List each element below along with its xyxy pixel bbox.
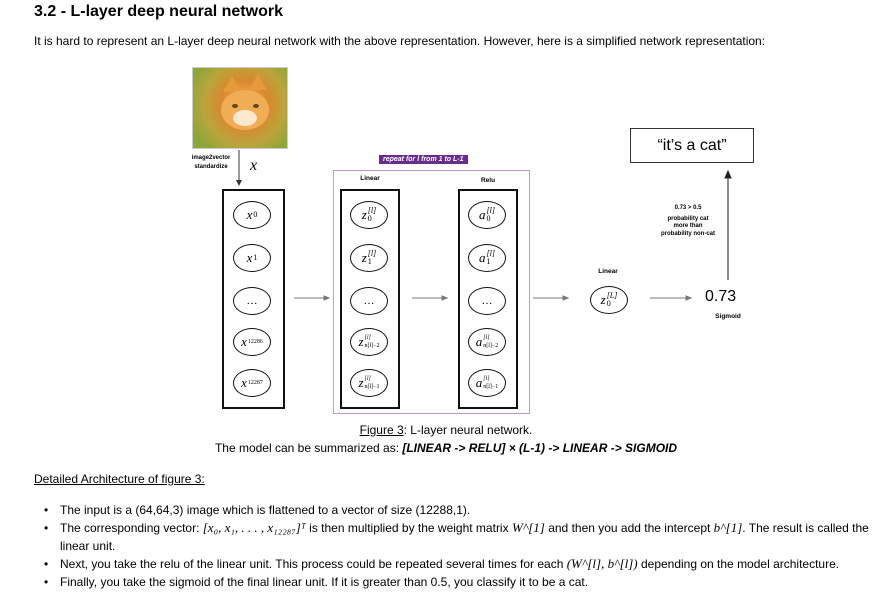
summary-formula: [LINEAR -> RELU] × (L-1) -> LINEAR -> SI…	[402, 441, 678, 455]
list-item: Next, you take the relu of the linear un…	[44, 555, 884, 573]
relu-node: …	[468, 287, 506, 315]
linear-node: z[l]n[l]−2	[350, 328, 388, 356]
linear-node: …	[350, 287, 388, 315]
x-symbol: x	[250, 157, 258, 174]
result-box: “it’s a cat”	[630, 128, 754, 163]
linear-node: z[l]1	[350, 244, 388, 272]
model-summary: The model can be summarized as: [LINEAR …	[214, 441, 678, 455]
decision-text: 0.73 > 0.5 probability cat more than pro…	[661, 205, 715, 237]
section-heading: 3.2 - L-layer deep neural network	[34, 3, 283, 20]
relu-node: a[l]0	[468, 201, 506, 229]
repeat-region	[333, 170, 530, 414]
input-node: …	[233, 287, 271, 315]
relu-label: Relu	[480, 177, 496, 184]
preprocess-label: image2vector standardize	[191, 155, 231, 170]
list-item: The input is a (64,64,3) image which is …	[44, 501, 884, 519]
relu-node: a[l]n[l]−2	[468, 328, 506, 356]
intro-text: It is hard to represent an L-layer deep …	[34, 34, 766, 48]
relu-node: a[l]1	[468, 244, 506, 272]
sigmoid-label: Sigmoid	[715, 313, 741, 320]
bullet-list: The input is a (64,64,3) image which is …	[44, 501, 884, 591]
list-item: The corresponding vector: [x₀, x₁, . . .…	[44, 519, 884, 555]
output-value: 0.73	[705, 288, 737, 305]
final-linear-label: Linear	[598, 268, 618, 275]
down-arrow-icon	[236, 150, 242, 186]
relu-node: a[l]n[l]−1	[468, 369, 506, 397]
linear-node: z[l]0	[350, 201, 388, 229]
list-item: Finally, you take the sigmoid of the fin…	[44, 573, 884, 591]
detail-heading: Detailed Architecture of figure 3:	[34, 472, 205, 486]
linear-label: Linear	[360, 175, 380, 182]
figure-label: Figure 3	[359, 423, 404, 437]
figure-caption: Figure 3: L-layer neural network.	[359, 423, 533, 437]
linear-node: z[l]n[l]−1	[350, 369, 388, 397]
final-linear-node: z[L]0	[590, 286, 628, 314]
repeat-label: repeat for l from 1 to L-1	[379, 155, 468, 164]
cat-image	[192, 67, 288, 149]
